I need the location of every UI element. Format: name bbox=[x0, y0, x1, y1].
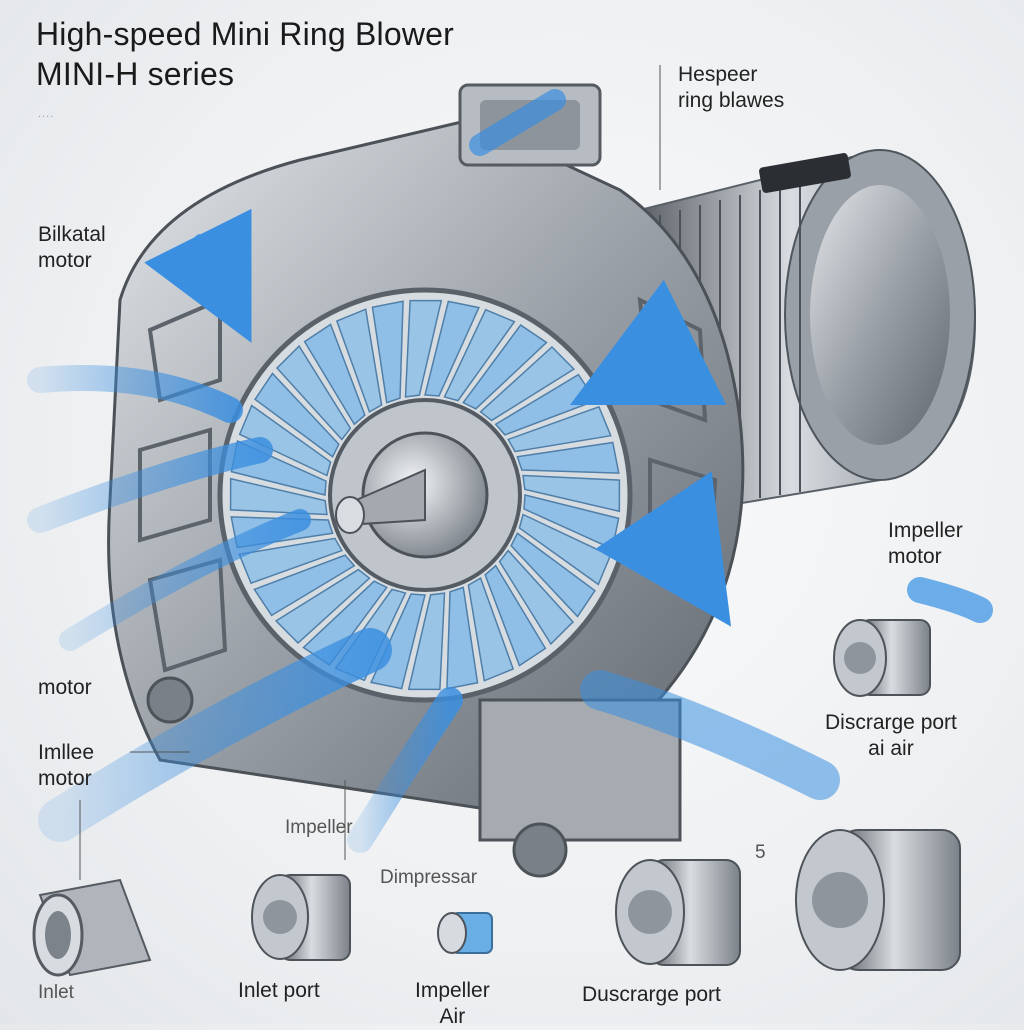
impeller-blade bbox=[498, 549, 575, 646]
impeller-blade bbox=[462, 324, 548, 410]
label-right-upper: Impeller motor bbox=[888, 519, 963, 568]
label-bottom-inlet-port: Inlet port bbox=[238, 979, 320, 1002]
impeller-blade bbox=[467, 577, 515, 682]
impeller-blade bbox=[484, 564, 547, 667]
impeller-blade bbox=[407, 592, 446, 691]
faint-caption: .... bbox=[38, 108, 55, 120]
label-top-right: Hespeer ring blawes bbox=[678, 63, 785, 112]
impeller-blade bbox=[371, 300, 404, 404]
label-right-middle: Discrarge port ai air bbox=[825, 711, 957, 760]
title-line-2: MINI-H series bbox=[36, 56, 235, 92]
impeller-blade bbox=[335, 308, 383, 413]
impeller-blade bbox=[510, 532, 596, 618]
inlet-pipe-icon bbox=[32, 878, 152, 977]
label-center-lower: Impeller bbox=[285, 817, 353, 838]
impeller-blade bbox=[507, 405, 612, 453]
impeller-blade bbox=[274, 568, 371, 645]
label-center-bottom: Dimpressar bbox=[380, 867, 478, 888]
air-arrow-icon bbox=[27, 89, 993, 853]
impeller-blade bbox=[254, 372, 340, 458]
impeller-blade bbox=[303, 323, 366, 426]
impeller-blade bbox=[404, 299, 443, 398]
motor-cylinder-icon bbox=[251, 619, 961, 971]
title-line-1: High-speed Mini Ring Blower bbox=[36, 16, 455, 52]
impeller-blade bbox=[275, 344, 352, 441]
label-left-upper: Bilkatal motor bbox=[38, 223, 106, 272]
impeller-blade bbox=[253, 554, 356, 617]
label-number-mark: 5 bbox=[755, 842, 766, 863]
label-left-middle: motor bbox=[38, 676, 92, 699]
impeller-blade bbox=[443, 308, 516, 402]
leader-lines bbox=[79, 65, 661, 880]
label-left-lower: Imllee motor bbox=[38, 741, 95, 790]
label-bottom-impeller-air: Impeller Air bbox=[415, 979, 490, 1028]
label-bottom-discharge-port: Duscrarge port bbox=[582, 983, 721, 1006]
impeller-blade bbox=[229, 477, 328, 516]
impeller-icon bbox=[217, 287, 633, 703]
label-bottom-left: Inlet bbox=[38, 982, 74, 1003]
diagram-title: High-speed Mini Ring Blower MINI-H serie… bbox=[36, 14, 454, 94]
impeller-blade bbox=[424, 300, 480, 397]
